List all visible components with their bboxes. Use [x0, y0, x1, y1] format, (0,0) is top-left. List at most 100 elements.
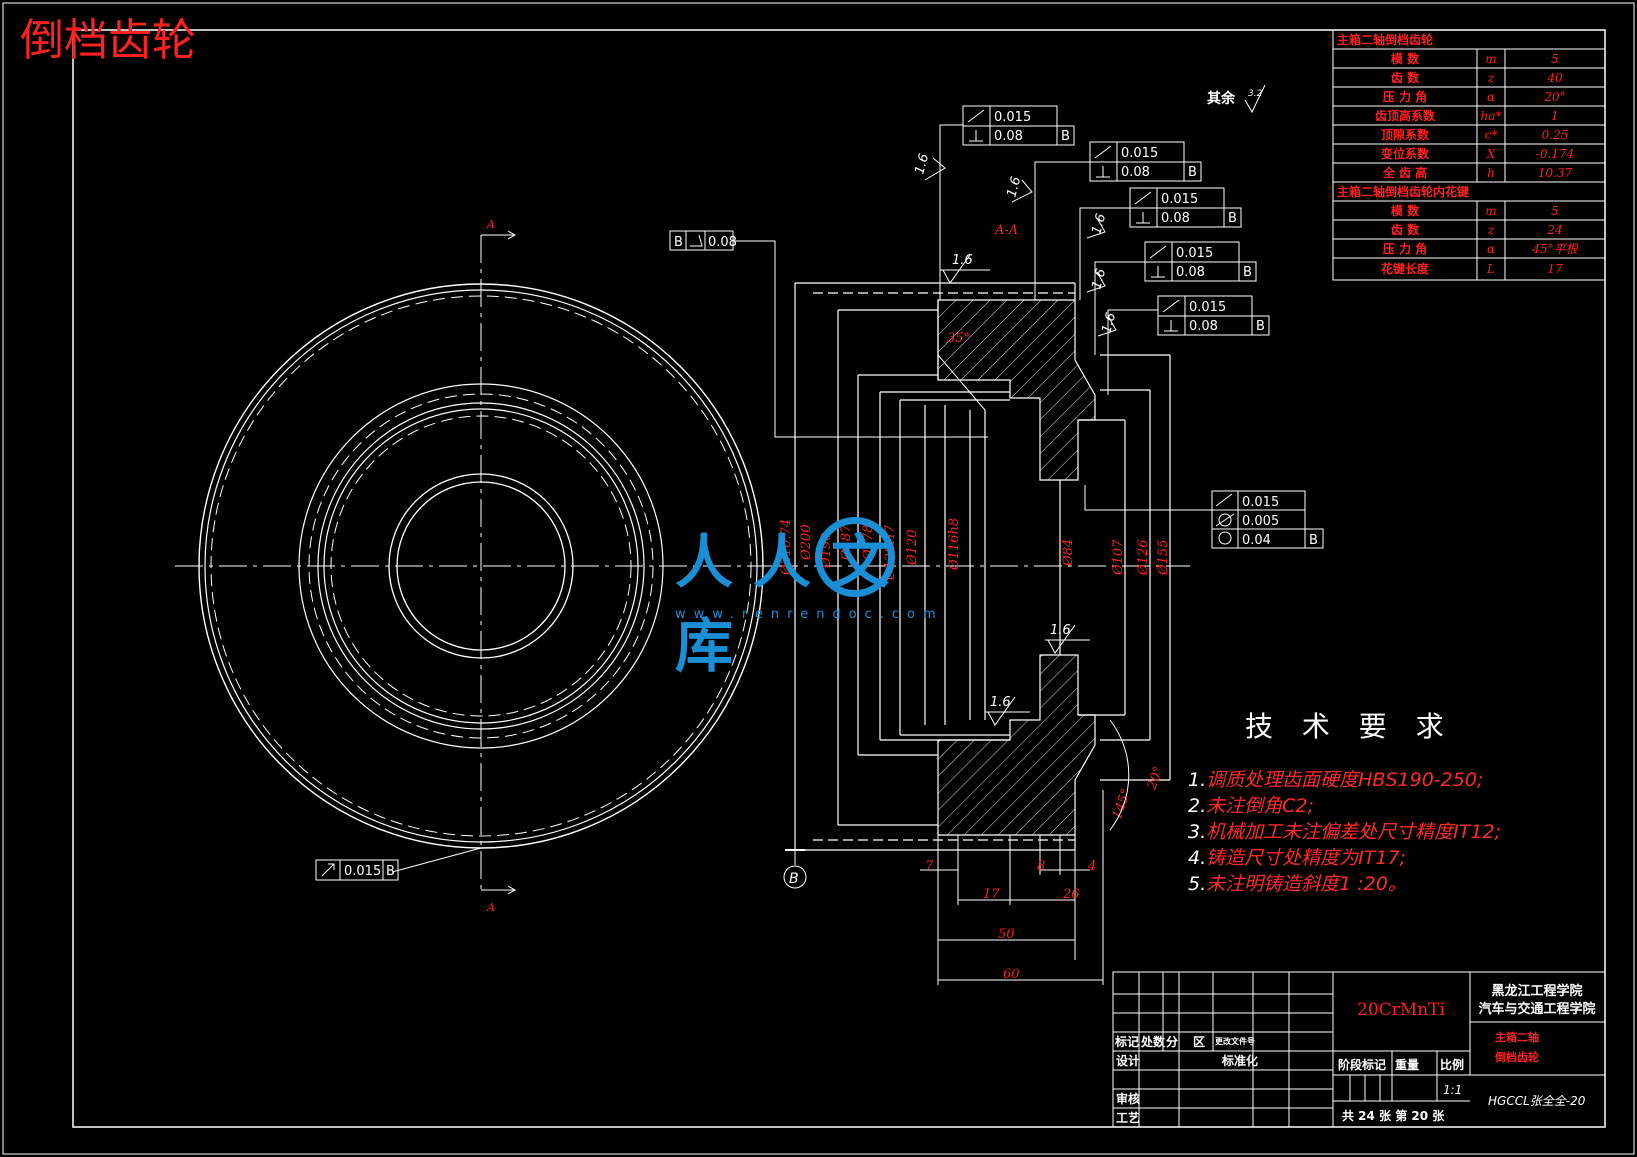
standardize-label: 标准化 — [1221, 1053, 1258, 1068]
dim-d107: Ø107 — [1111, 539, 1126, 576]
dim-d155: Ø155 — [1156, 540, 1171, 576]
datum-b-symbol — [783, 849, 807, 889]
row-name: 压 力 角 — [1383, 241, 1427, 256]
row-value: 0.25 — [1542, 128, 1569, 142]
stage-mark-label: 阶段标记 — [1338, 1057, 1386, 1072]
row-value: 10.37 — [1538, 166, 1573, 180]
tol-value: 0.08 — [708, 235, 737, 250]
row-label: 分 — [1166, 1034, 1178, 1049]
row-value: 20° — [1543, 90, 1565, 104]
design-label: 设计 — [1116, 1053, 1140, 1068]
rest-roughness: 3.2 — [1248, 89, 1263, 99]
row-symbol: α — [1487, 90, 1495, 104]
scale-value: 1:1 — [1443, 1083, 1462, 1097]
tech-text: 未注倒角C2; — [1206, 795, 1314, 817]
row-value: 17 — [1547, 262, 1563, 276]
row-name: 模 数 — [1391, 51, 1420, 66]
row-name: 齿 数 — [1391, 222, 1420, 237]
school-name: 黑龙江工程学院 — [1491, 983, 1582, 999]
roughness-5: 1.6 — [1004, 175, 1024, 199]
row-name: 变位系数 — [1381, 146, 1430, 161]
gear-table-header: 主箱二轴倒档齿轮 — [1337, 32, 1434, 47]
tol-s2c: B — [1188, 165, 1197, 180]
tol-bore-datum: B — [1309, 533, 1318, 548]
row-symbol: z — [1487, 223, 1495, 237]
tol-s5a: 0.015 — [1189, 300, 1226, 315]
dim-26: 26 — [1062, 887, 1080, 902]
row-value: 1 — [1551, 109, 1559, 123]
dim-7: 7 — [925, 859, 934, 874]
roughness-3: 1.6 — [990, 695, 1011, 710]
watermark-url: www.renrendoc.com — [675, 607, 944, 622]
process-label: 工艺 — [1116, 1110, 1140, 1125]
tol-s5c: B — [1256, 319, 1265, 334]
part-name-1: 主箱二轴 — [1495, 1030, 1539, 1044]
angle-145: 145° — [1110, 787, 1135, 822]
roughness-2: 1.6 — [1050, 623, 1071, 638]
front-view — [175, 230, 790, 895]
tech-num: 3. — [1188, 821, 1207, 843]
watermark-ring-icon — [815, 517, 895, 597]
tol-datum: B — [674, 235, 683, 250]
row-symbol: c* — [1485, 128, 1498, 142]
row-name: 顶隙系数 — [1381, 127, 1430, 142]
row-name: 齿顶高系数 — [1375, 108, 1436, 123]
row-value: 40 — [1546, 71, 1563, 85]
roughness-8: 1.6 — [1099, 311, 1119, 335]
title-block — [1112, 971, 1606, 1128]
tol-s5b: 0.08 — [1189, 319, 1218, 334]
drawing-number: HGCCL张全全-20 — [1488, 1094, 1586, 1108]
tolerance-frame-stack-5 — [1157, 295, 1270, 336]
section-label: A-A — [994, 223, 1018, 238]
tol-s3c: B — [1228, 211, 1237, 226]
tol-s2a: 0.015 — [1121, 146, 1158, 161]
tech-num: 2. — [1188, 795, 1207, 817]
rest-surface-note: 其余 — [1207, 91, 1235, 107]
dim-4: 4 — [1087, 859, 1096, 874]
tech-text: 调质处理齿面硬度HBS190-250; — [1206, 769, 1484, 791]
row-label: 更改文件号 — [1215, 1036, 1255, 1046]
tech-item: 3.机械加工未注偏差处尺寸精度IT12; — [1188, 817, 1501, 844]
tolerance-leaders — [733, 124, 1212, 511]
angle-35: 35° — [947, 331, 970, 346]
row-symbol: X — [1486, 147, 1496, 161]
tolerance-frame-front-runout — [315, 859, 399, 881]
watermark-text: 人人文库 — [675, 528, 910, 680]
row-label: 处数 — [1140, 1034, 1166, 1049]
college-name: 汽车与交通工程学院 — [1478, 1001, 1595, 1017]
material: 20CrMnTi — [1357, 1000, 1445, 1020]
row-value: 5 — [1551, 52, 1559, 66]
dim-d120: Ø120 — [905, 530, 920, 566]
dim-d84: Ø84 — [1061, 539, 1076, 567]
tolerance-frame-stack-4 — [1144, 241, 1257, 282]
spline-table-header: 主箱二轴倒档齿轮内花键 — [1337, 184, 1469, 199]
tech-item: 4.铸造尺寸处精度为IT17; — [1188, 843, 1406, 870]
tol-s1c: B — [1061, 129, 1070, 144]
tol-s4b: 0.08 — [1176, 265, 1205, 280]
dim-d200: Ø200 — [799, 525, 814, 561]
tech-item: 5.未注明铸造斜度1 :20。 — [1188, 869, 1407, 896]
row-value: 5 — [1551, 204, 1559, 218]
sheet-count: 共 24 张 第 20 张 — [1342, 1108, 1445, 1123]
row-symbol: m — [1485, 52, 1496, 66]
weight-label: 重量 — [1395, 1057, 1419, 1072]
spline-table-rows: 模 数 m 5 齿 数 z 24 压 力 角 α 45°平根 花键长度 L 17 — [1381, 203, 1579, 276]
tol-s1b: 0.08 — [994, 129, 1023, 144]
gear-param-table — [1332, 29, 1606, 281]
row-name: 花键长度 — [1381, 261, 1430, 276]
row-symbol: h — [1487, 166, 1495, 180]
roughness-6: 1.6 — [1089, 212, 1109, 236]
tolerance-value: 0.015 — [344, 864, 381, 879]
horizontal-dimension-lines — [920, 790, 1104, 985]
tech-num: 1. — [1188, 769, 1207, 791]
tech-num: 4. — [1188, 847, 1207, 869]
roughness-4: 1.6 — [912, 152, 932, 176]
datum-label: B — [789, 871, 799, 887]
roughness-symbols — [924, 84, 1266, 726]
tol-s4c: B — [1243, 265, 1252, 280]
row-symbol: z — [1487, 71, 1495, 85]
review-label: 审核 — [1116, 1091, 1140, 1106]
row-symbol: m — [1485, 204, 1496, 218]
tol-s4a: 0.015 — [1176, 246, 1213, 261]
page-title: 倒档齿轮 — [20, 15, 196, 66]
